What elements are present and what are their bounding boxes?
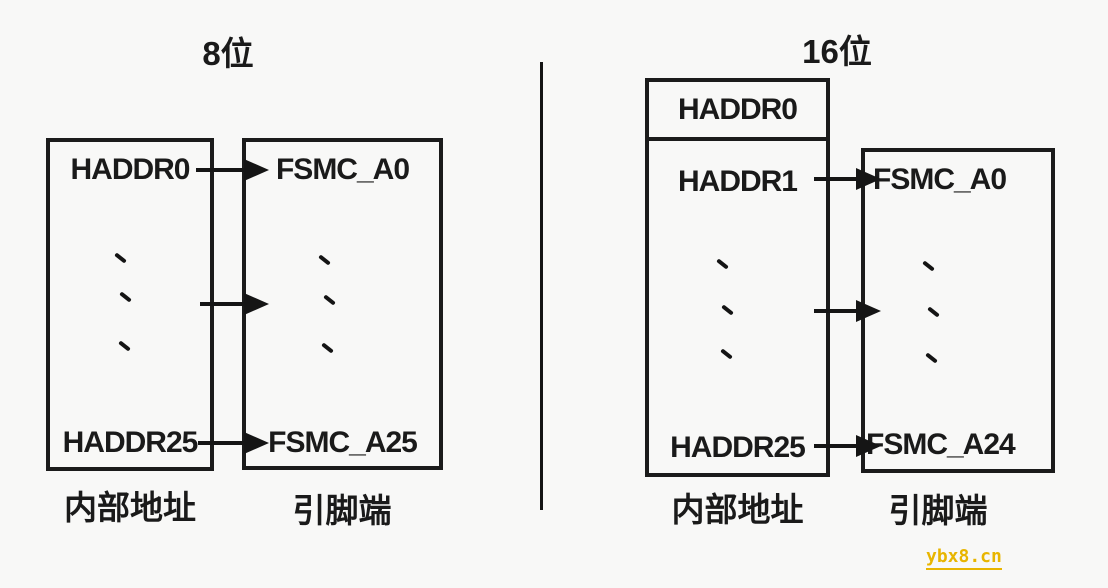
entry-haddr0-16bit: HADDR0 (677, 93, 798, 126)
haddr0-header-cell-16bit (649, 82, 826, 141)
arrow-haddr1-to-fsmc-a0-16bit (814, 168, 881, 190)
label-pin-side-8bit: 引脚端 (292, 492, 392, 529)
entry-fsmc-a25-8bit: FSMC_A25 (268, 426, 418, 459)
entry-fsmc-a24-16bit: FSMC_A24 (866, 428, 1016, 461)
arrow-middle-8bit (200, 293, 269, 315)
entry-haddr1-16bit: HADDR1 (677, 165, 798, 198)
entry-haddr25-8bit: HADDR25 (62, 426, 199, 459)
entry-fsmc-a0-8bit: FSMC_A0 (275, 153, 410, 186)
arrow-haddr25-to-fsmc-a25-8bit (198, 432, 269, 454)
label-pin-side-16bit: 引脚端 (888, 492, 988, 529)
entry-haddr25-16bit: HADDR25 (670, 431, 806, 464)
internal-address-box-16bit (645, 78, 830, 477)
diagram-title-16bit: 16位 (802, 33, 872, 70)
label-internal-address-8bit: 内部地址 (64, 489, 196, 526)
diagram-title-8bit: 8位 (202, 35, 254, 72)
entry-haddr0-8bit: HADDR0 (70, 153, 190, 186)
arrow-haddr0-to-fsmc-a0-8bit (196, 159, 269, 181)
watermark-text: ybx8.cn (926, 547, 1002, 570)
arrow-haddr25-to-fsmc-a24-16bit (814, 435, 881, 457)
arrow-middle-16bit (814, 300, 881, 322)
entry-fsmc-a0-16bit: FSMC_A0 (873, 163, 1007, 196)
label-internal-address-16bit: 内部地址 (671, 491, 804, 528)
section-divider-line (540, 62, 543, 510)
